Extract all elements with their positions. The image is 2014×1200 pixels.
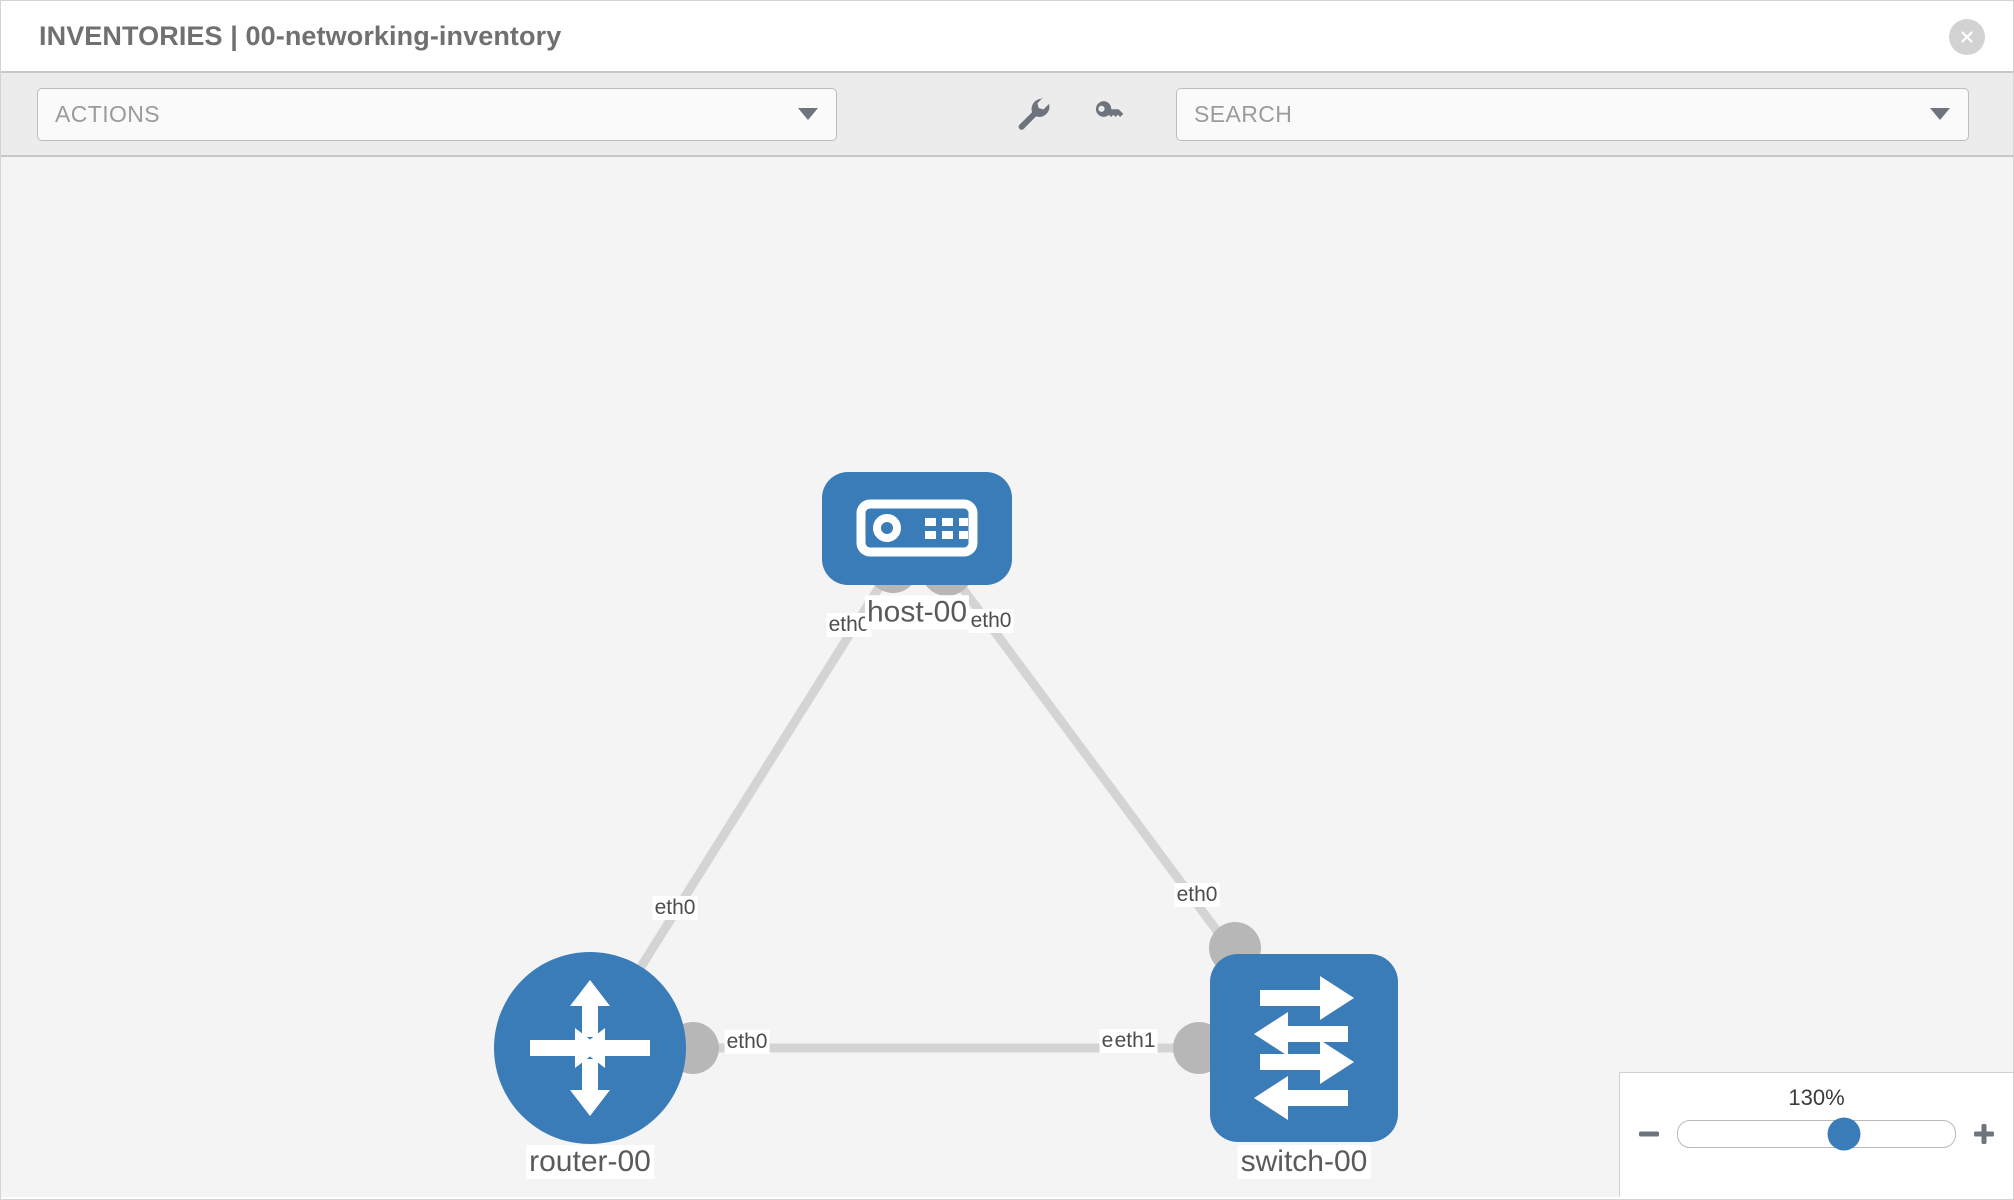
iface-label-router-eth0-host[interactable]: eth0 bbox=[652, 895, 698, 921]
node-label-switch-00[interactable]: switch-00 bbox=[1237, 1145, 1371, 1179]
topology-canvas[interactable]: host-00 eth0 eth0 eth0 eth0 eth0 eth0 et… bbox=[1, 157, 2013, 1197]
window-header: INVENTORIES | 00-networking-inventory bbox=[1, 1, 2013, 71]
zoom-control-row bbox=[1620, 1117, 2013, 1151]
iface-label-switch-eth0-host[interactable]: eth0 bbox=[1174, 882, 1220, 908]
iface-label-switch-eth1-router[interactable]: eth1 bbox=[1112, 1028, 1158, 1054]
node-host-00[interactable] bbox=[822, 472, 1012, 585]
iface-label-host-eth0-switch[interactable]: eth0 bbox=[968, 608, 1014, 634]
close-icon[interactable] bbox=[1949, 19, 1985, 55]
node-label-router-00[interactable]: router-00 bbox=[526, 1145, 654, 1179]
chevron-down-icon bbox=[1930, 108, 1950, 120]
toolbar: ACTIONS SEARCH bbox=[1, 71, 2013, 157]
topology-graph bbox=[494, 472, 1398, 1144]
node-label-host-00[interactable]: host-00 bbox=[864, 595, 970, 629]
toolbar-icon-group bbox=[1012, 93, 1130, 135]
search-placeholder: SEARCH bbox=[1194, 100, 1293, 127]
zoom-level-value: 130% bbox=[1788, 1085, 1845, 1110]
actions-dropdown[interactable]: ACTIONS bbox=[37, 87, 837, 141]
node-router-00[interactable] bbox=[494, 952, 686, 1144]
zoom-control-panel: 130% bbox=[1619, 1072, 2013, 1197]
actions-dropdown-label: ACTIONS bbox=[55, 100, 161, 127]
wrench-icon[interactable] bbox=[1012, 93, 1054, 135]
plus-icon[interactable] bbox=[1969, 1119, 1999, 1149]
search-input[interactable]: SEARCH bbox=[1176, 87, 1969, 141]
iface-label-router-eth0-switch[interactable]: eth0 bbox=[724, 1029, 770, 1055]
node-switch-00[interactable] bbox=[1210, 954, 1398, 1142]
page-title: INVENTORIES | 00-networking-inventory bbox=[39, 20, 562, 51]
zoom-slider[interactable] bbox=[1677, 1117, 1956, 1151]
minus-icon[interactable] bbox=[1634, 1119, 1664, 1149]
zoom-slider-thumb[interactable] bbox=[1827, 1117, 1861, 1151]
key-icon[interactable] bbox=[1088, 93, 1130, 135]
iface-label-host-eth0-router[interactable]: eth0 bbox=[826, 612, 872, 638]
chevron-down-icon bbox=[798, 108, 818, 120]
